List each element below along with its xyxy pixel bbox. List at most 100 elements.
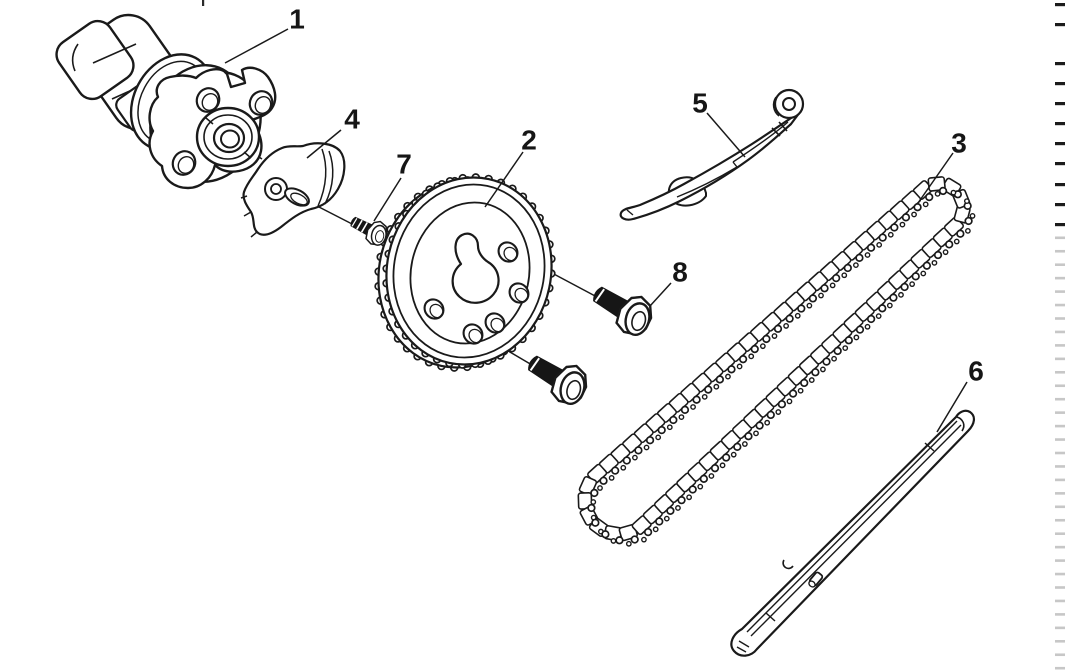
- cam-facet-line: [92, 43, 137, 64]
- chain-roller: [797, 304, 806, 313]
- callout-number-4: 4: [344, 104, 360, 135]
- chain-roller: [727, 365, 736, 374]
- edge-mark-gray: [1055, 465, 1065, 468]
- chain-roller: [669, 415, 678, 425]
- chain-roller: [657, 425, 666, 435]
- flange-hole-rim: [177, 156, 195, 174]
- callout-number-8: 8: [672, 257, 688, 288]
- cam-sprocket-part: [392, 183, 546, 359]
- chain-pin: [797, 387, 804, 394]
- chain-pin: [608, 474, 615, 481]
- tensioner-groove: [676, 166, 738, 198]
- chain-roller: [630, 535, 639, 544]
- callout-leader-6: [936, 381, 968, 433]
- chain-pin: [808, 377, 815, 383]
- chain-pin: [864, 252, 871, 258]
- chain-pin: [852, 262, 859, 269]
- chain-roller: [738, 355, 748, 364]
- chain-roller: [666, 506, 675, 515]
- chain-roller: [832, 273, 841, 283]
- sprocket-rim-ring: [392, 183, 546, 359]
- chain-roller: [704, 385, 713, 394]
- chain-roller: [925, 192, 934, 202]
- chain-roller: [911, 272, 920, 281]
- chain-roller: [913, 203, 922, 212]
- chain-pin: [620, 464, 627, 471]
- chain-pin: [690, 404, 696, 410]
- edge-mark-gray: [1055, 236, 1065, 240]
- chain-roller: [811, 368, 820, 377]
- chain-roller: [655, 517, 664, 526]
- hub-split-line: [243, 151, 252, 159]
- hub-split-line: [205, 117, 214, 125]
- chain-pin: [643, 444, 650, 451]
- chain-pin: [831, 355, 837, 362]
- edge-mark-gray: [1055, 397, 1065, 401]
- chain-pin: [853, 334, 860, 341]
- bolt-thread: [356, 219, 363, 230]
- chain-roller: [766, 410, 775, 420]
- chain-roller: [755, 421, 764, 430]
- chain-roller: [866, 243, 876, 252]
- edge-mark-gray: [1055, 586, 1065, 589]
- camshaft-part: [55, 13, 277, 190]
- edge-mark-black: [1055, 203, 1065, 207]
- chain-roller: [601, 530, 610, 539]
- chain-roller: [922, 261, 932, 270]
- chain-roller: [721, 453, 731, 462]
- edge-mark-gray: [1055, 290, 1065, 293]
- chain-pin: [686, 494, 693, 501]
- chain-pin: [663, 515, 670, 522]
- chain-roller: [822, 357, 831, 366]
- chain-roller: [843, 263, 852, 273]
- bolts: [350, 216, 653, 405]
- edge-mark-black: [1055, 122, 1065, 126]
- chain-pin: [610, 538, 617, 544]
- tensioner-groove-step: [732, 161, 738, 168]
- chain-pin: [775, 409, 782, 415]
- bolt-thread: [360, 222, 368, 233]
- edge-mark-black: [1055, 102, 1065, 106]
- sprocket-keyhole: [451, 232, 500, 304]
- blade-edge-bump: [782, 559, 794, 570]
- chain-pin: [708, 473, 715, 479]
- callout-leader-2: [484, 151, 524, 208]
- chain-roller: [750, 344, 759, 354]
- edge-mark-gray: [1055, 424, 1065, 428]
- chain-pin: [748, 353, 755, 360]
- chain-tensioner-arm-part: [619, 88, 805, 221]
- sprocket-bolt-hole-rim: [429, 303, 444, 319]
- edge-mark-gray: [1055, 518, 1065, 522]
- edge-mark-black: [1055, 183, 1065, 187]
- assembly-centerline: [316, 205, 357, 227]
- chain-roller: [844, 336, 853, 345]
- chain-pin: [876, 241, 883, 248]
- edge-mark-gray: [1055, 559, 1065, 562]
- edge-mark-gray: [1055, 384, 1065, 388]
- chain-pin: [964, 227, 971, 234]
- tensioner-boss-step: [771, 121, 788, 137]
- callout-number-5: 5: [692, 88, 708, 119]
- chain-pin: [771, 333, 778, 339]
- chain-roller: [785, 314, 794, 323]
- chain-pin: [909, 281, 916, 288]
- chain-pin: [842, 345, 849, 352]
- chain-roller: [587, 503, 596, 513]
- timing-chain-part: [577, 176, 976, 547]
- guide-plate-tab-lines: [240, 195, 258, 238]
- edge-mark-black: [1055, 23, 1065, 27]
- sprocket-bolt-hole-rim: [514, 287, 529, 303]
- blade-foot-lines: [736, 640, 750, 653]
- chain-pin: [794, 312, 801, 319]
- callout-number-3: 3: [951, 128, 967, 159]
- edge-mark-black: [1055, 223, 1065, 227]
- chain-pin: [753, 430, 759, 437]
- chain-pin: [931, 259, 938, 266]
- chain-pin: [969, 213, 976, 219]
- chain-pin: [820, 366, 826, 373]
- chain-roller: [855, 325, 865, 334]
- chain-roller: [599, 476, 608, 485]
- tensioner-pivot-hole: [782, 97, 796, 111]
